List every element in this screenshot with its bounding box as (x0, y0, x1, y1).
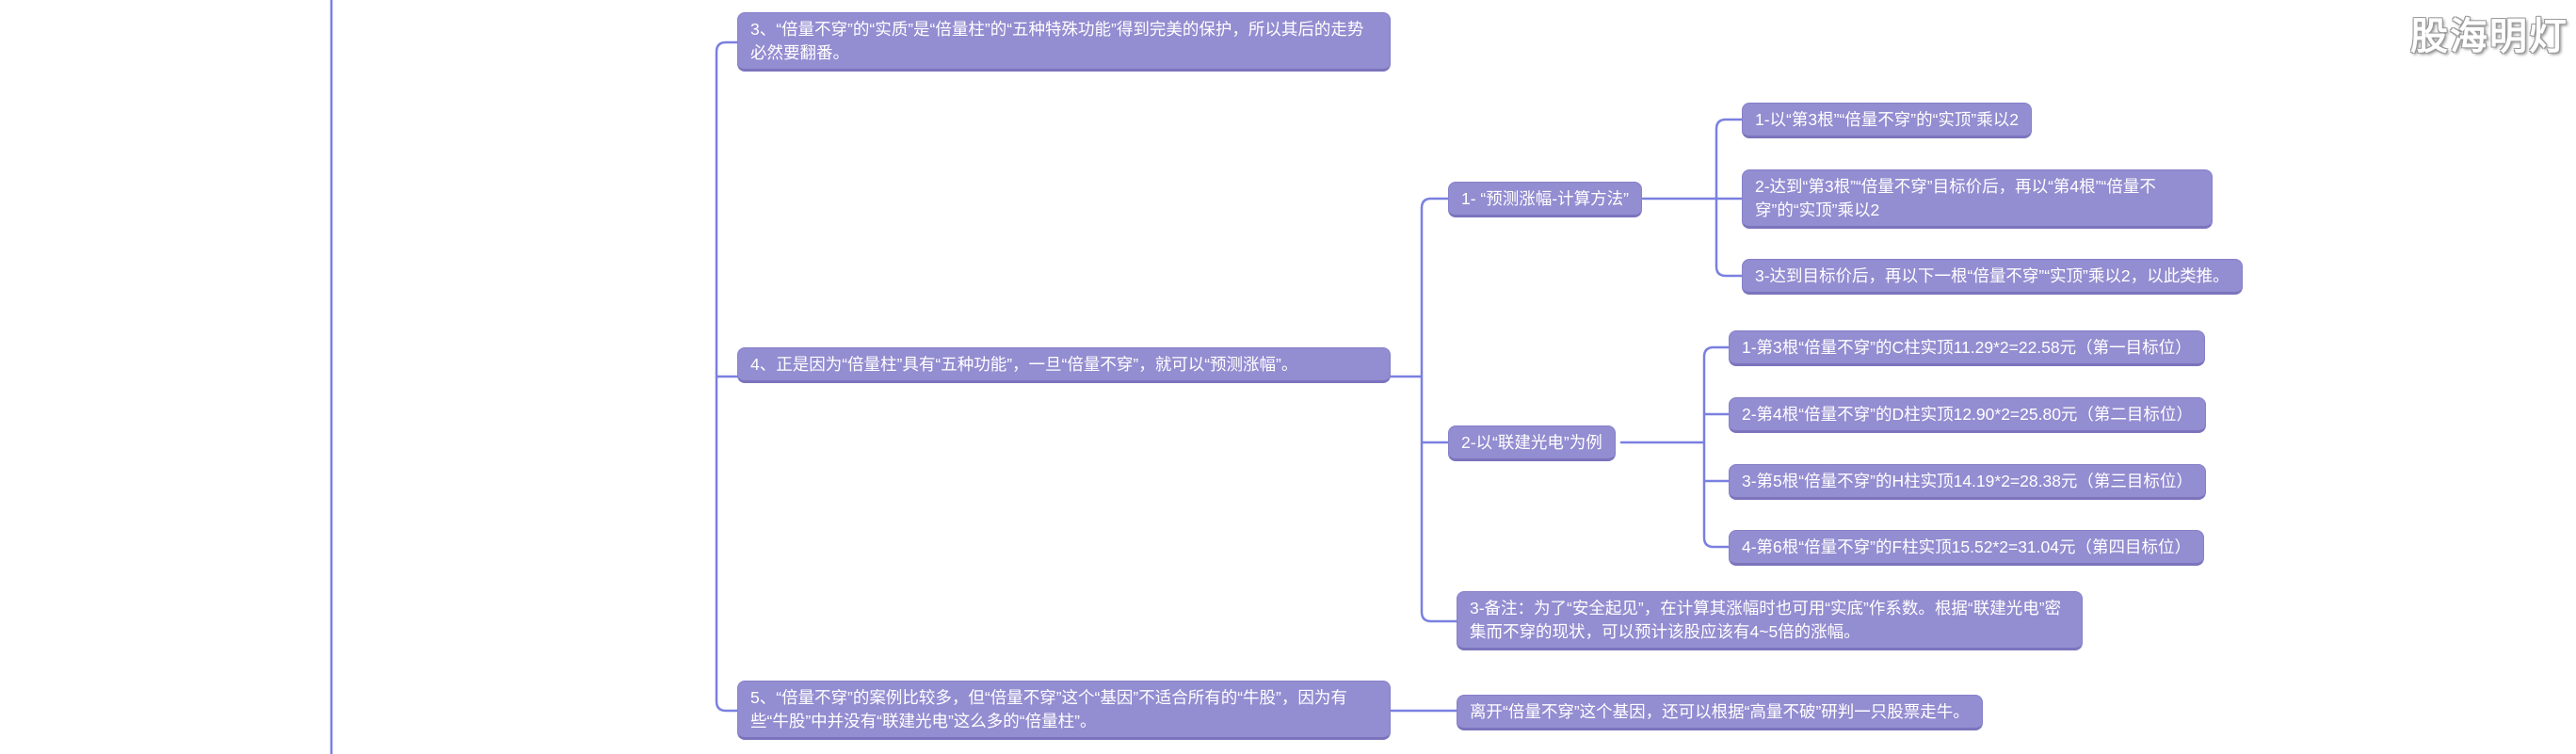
trunk-node4 (1382, 197, 1466, 623)
mindmap-node-4[interactable]: 4、正是因为“倍量柱”具有“五种功能”，一旦“倍量不穿”，就可以“预测涨幅”。 (737, 347, 1391, 383)
node-calc-method[interactable]: 1- “预测涨幅-计算方法” (1448, 182, 1642, 217)
trunk-left (715, 40, 739, 713)
node-example-lianjian[interactable]: 2-以“联建光电”为例 (1448, 425, 1616, 461)
trunk-example (1619, 345, 1732, 549)
node-target-2[interactable]: 2-第4根“倍量不穿”的D柱实顶12.90*2=25.80元（第二目标位） (1729, 397, 2206, 433)
node-tip-gaoliangbubo[interactable]: 离开“倍量不穿”这个基因，还可以根据“高量不破”研判一只股票走牛。 (1457, 695, 1983, 730)
node-target-3[interactable]: 3-第5根“倍量不穿”的H柱实顶14.19*2=28.38元（第三目标位） (1729, 464, 2206, 500)
node-calc-step-2[interactable]: 2-达到“第3根”“倍量不穿”目标价后，再以“第4根”“倍量不穿”的“实顶”乘以… (1742, 169, 2213, 229)
mindmap-node-3[interactable]: 3、“倍量不穿”的“实质”是“倍量柱”的“五种特殊功能”得到完美的保护，所以其后… (737, 12, 1391, 72)
trunk-calc (1641, 118, 1744, 278)
node-note[interactable]: 3-备注：为了“安全起见”，在计算其涨幅时也可用“实底”作系数。根据“联建光电”… (1457, 591, 2083, 650)
watermark-guhaimingdeng: 股海明灯 (2410, 16, 2568, 57)
mindmap-node-5[interactable]: 5、“倍量不穿”的案例比较多，但“倍量不穿”这个“基因”不适合所有的“牛股”，因… (737, 681, 1391, 740)
node-target-1[interactable]: 1-第3根“倍量不穿”的C柱实顶11.29*2=22.58元（第一目标位） (1729, 330, 2205, 366)
node-calc-step-3[interactable]: 3-达到目标价后，再以下一根“倍量不穿”“实顶”乘以2，以此类推。 (1742, 259, 2243, 295)
node-target-4[interactable]: 4-第6根“倍量不穿”的F柱实顶15.52*2=31.04元（第四目标位） (1729, 530, 2204, 566)
node-calc-step-1[interactable]: 1-以“第3根”“倍量不穿”的“实顶”乘以2 (1742, 103, 2032, 138)
